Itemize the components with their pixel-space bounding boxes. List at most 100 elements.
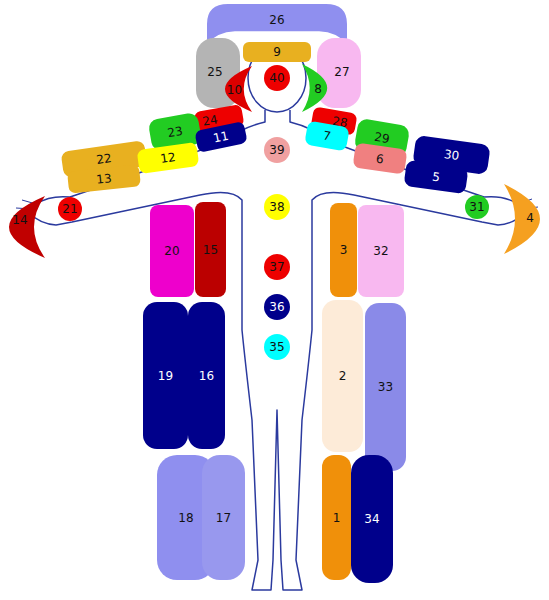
region-number: 35 xyxy=(269,341,284,353)
region-number: 26 xyxy=(269,14,284,26)
body-region: 3 xyxy=(330,203,357,297)
region-fill xyxy=(365,303,406,471)
body-region: 1 xyxy=(322,455,351,580)
body-region: 16 xyxy=(188,302,225,449)
region-fill xyxy=(330,203,357,297)
region-fill xyxy=(195,202,226,297)
body-region: 10 xyxy=(222,66,252,112)
region-number: 27 xyxy=(334,66,349,78)
region-number: 39 xyxy=(269,144,284,156)
region-fill xyxy=(243,42,311,62)
region-number: 5 xyxy=(431,171,440,184)
region-number: 16 xyxy=(199,370,214,382)
region-number: 14 xyxy=(12,214,27,226)
region-number: 20 xyxy=(164,245,179,257)
region-shape xyxy=(5,196,45,258)
body-region: 37 xyxy=(264,254,290,280)
region-fill xyxy=(143,302,188,449)
body-region: 17 xyxy=(202,455,245,580)
body-region: 19 xyxy=(143,302,188,449)
region-number: 19 xyxy=(158,370,173,382)
body-region: 21 xyxy=(58,197,82,221)
finger-lines xyxy=(16,199,538,224)
region-fill xyxy=(322,455,351,580)
region-number: 10 xyxy=(227,84,242,96)
region-number: 22 xyxy=(96,152,113,166)
region-number: 29 xyxy=(373,131,390,145)
body-region: 34 xyxy=(351,455,393,583)
region-fill xyxy=(465,195,489,219)
region-number: 21 xyxy=(62,203,77,215)
region-number: 40 xyxy=(269,72,284,84)
body-region: 12 xyxy=(137,142,200,174)
region-fill xyxy=(150,205,194,297)
region-fill xyxy=(58,197,82,221)
body-region: 2 xyxy=(322,300,363,452)
body-region: 9 xyxy=(243,42,311,62)
region-fill xyxy=(207,4,347,44)
region-number: 23 xyxy=(166,125,183,139)
region-fill xyxy=(358,205,404,297)
region-number: 33 xyxy=(378,381,393,393)
body-region: 35 xyxy=(264,334,290,360)
body-region: 26 xyxy=(207,4,347,44)
body-region: 38 xyxy=(264,194,290,220)
region-number: 37 xyxy=(269,261,284,273)
region-number: 36 xyxy=(269,301,284,313)
region-fill xyxy=(264,254,290,280)
body-region: 36 xyxy=(264,294,290,320)
region-fill xyxy=(137,142,200,174)
body-region: 33 xyxy=(365,303,406,471)
region-fill xyxy=(317,38,361,108)
region-number: 31 xyxy=(469,201,484,213)
region-fill xyxy=(351,455,393,583)
body-region: 4 xyxy=(504,184,544,254)
region-number: 11 xyxy=(212,130,229,145)
region-fill xyxy=(504,184,540,254)
region-number: 17 xyxy=(216,512,231,524)
region-number: 12 xyxy=(160,151,177,165)
region-shape xyxy=(504,184,544,254)
region-fill xyxy=(302,64,327,112)
body-region: 14 xyxy=(5,196,45,258)
body-region: 8 xyxy=(302,64,330,112)
region-number: 4 xyxy=(526,212,534,224)
region-fill xyxy=(264,294,290,320)
body-region: 20 xyxy=(150,205,194,297)
region-fill xyxy=(67,164,141,193)
region-fill xyxy=(322,300,363,452)
region-fill xyxy=(304,121,350,152)
region-fill xyxy=(202,455,245,580)
region-number: 8 xyxy=(314,83,322,95)
region-number: 13 xyxy=(96,172,112,186)
region-number: 25 xyxy=(207,66,222,78)
region-fill xyxy=(353,143,408,175)
region-number: 32 xyxy=(373,245,388,257)
region-number: 6 xyxy=(375,152,384,165)
region-fill xyxy=(9,196,45,258)
region-fill xyxy=(264,194,290,220)
region-fill xyxy=(188,302,225,449)
region-fill xyxy=(225,66,252,112)
region-number: 18 xyxy=(178,512,193,524)
body-region: 32 xyxy=(358,205,404,297)
body-region: 40 xyxy=(264,65,290,91)
region-fill xyxy=(194,121,247,153)
body-region: 31 xyxy=(465,195,489,219)
region-fill xyxy=(264,334,290,360)
region-number: 38 xyxy=(269,201,284,213)
region-number: 9 xyxy=(273,46,281,58)
region-fill xyxy=(403,160,468,194)
body-region: 39 xyxy=(264,137,290,163)
region-number: 1 xyxy=(333,512,341,524)
region-number: 2 xyxy=(339,370,347,382)
region-number: 15 xyxy=(203,244,218,256)
region-number: 3 xyxy=(340,244,348,256)
region-number: 30 xyxy=(443,148,460,162)
body-region: 15 xyxy=(195,202,226,297)
region-fill xyxy=(264,137,290,163)
region-number: 34 xyxy=(364,513,379,525)
body-region: 27 xyxy=(317,38,361,108)
region-fill xyxy=(264,65,290,91)
